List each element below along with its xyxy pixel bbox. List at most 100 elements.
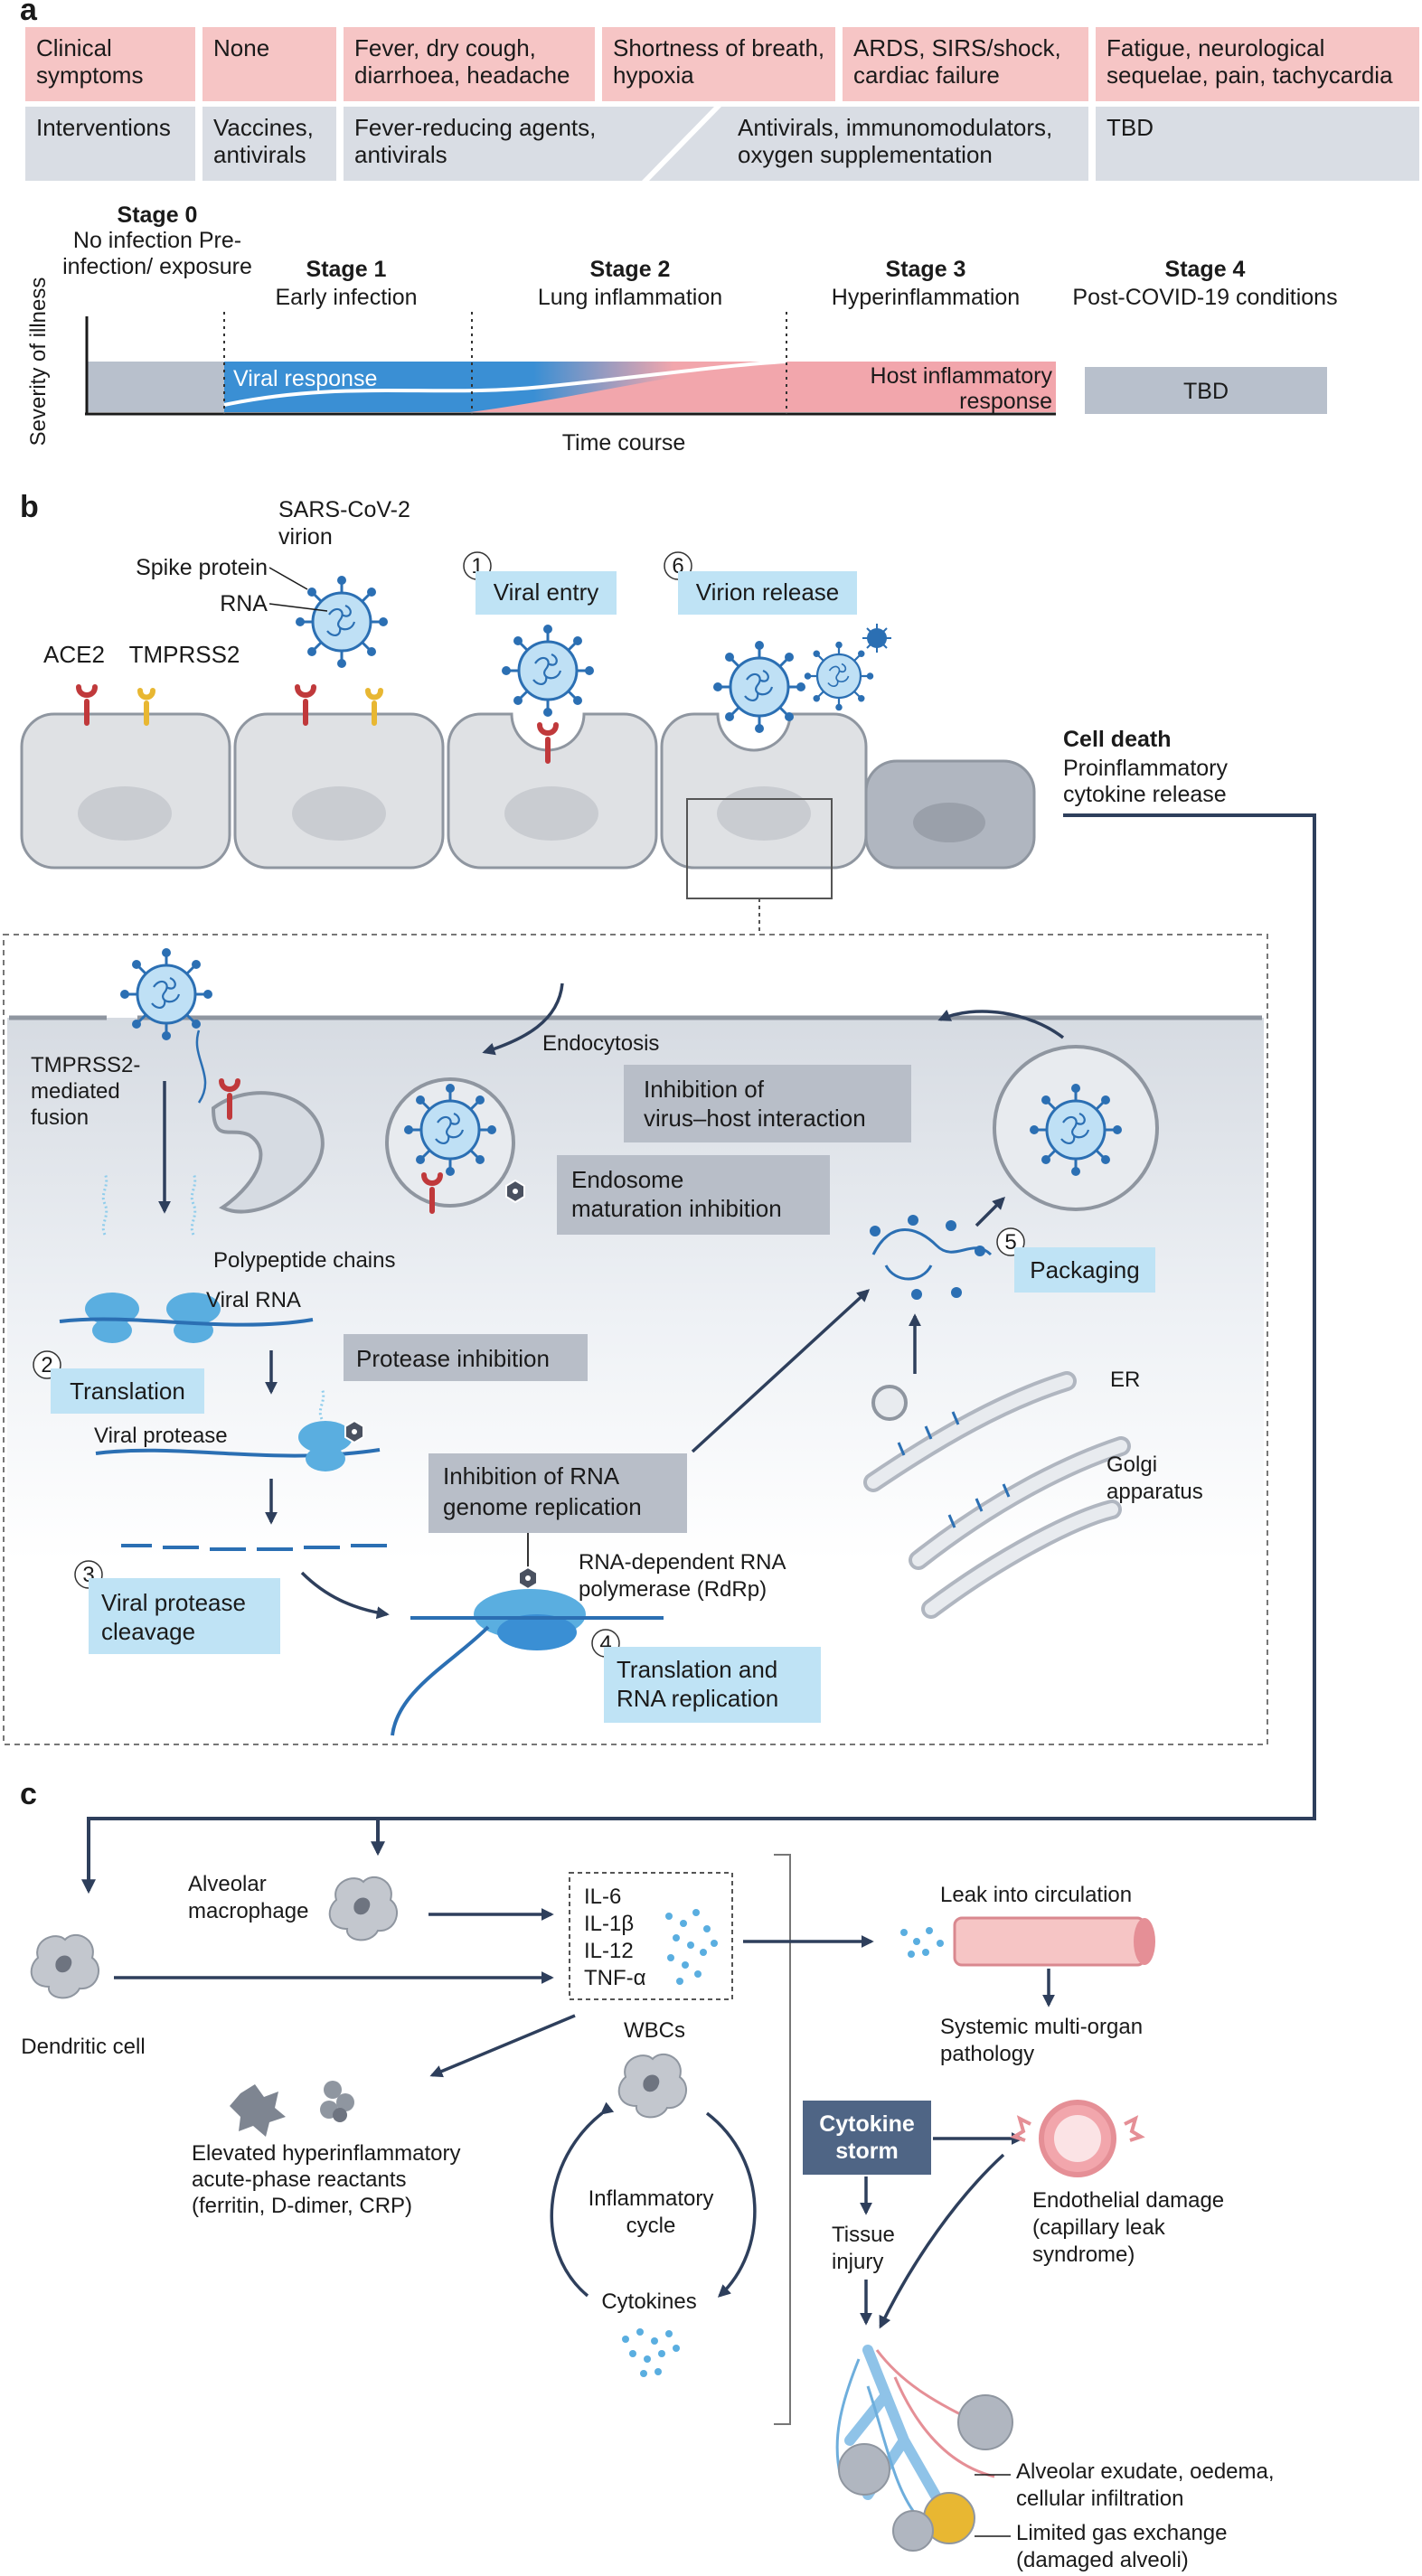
stage2-title: Stage 2	[590, 257, 671, 282]
symptoms-header-cell	[25, 27, 195, 101]
er-label: ER	[1110, 1368, 1140, 1392]
step-6-label: Virion release	[696, 578, 840, 606]
symptom-stage4: Fatigue, neurological sequelae, pain, ta…	[1107, 34, 1393, 89]
endocytosis-arrow	[482, 982, 564, 1056]
endothelial-line3: syndrome)	[1032, 2242, 1135, 2267]
host-response-label-line1: Host inflammatory	[871, 363, 1053, 389]
step-4-label-line1: Translation and	[617, 1656, 777, 1683]
tbd-label: TBD	[1183, 379, 1229, 404]
nucleus	[913, 803, 985, 842]
assembly-to-vesicle-arrow	[975, 1197, 1005, 1227]
golgi-label-line1: Golgi	[1107, 1453, 1157, 1477]
severity-timeline: Severity of illness Viral response Host …	[26, 277, 1327, 456]
wbc-icon	[617, 2053, 688, 2119]
reactants-icons	[230, 2081, 354, 2137]
step-2-number: 2	[41, 1353, 52, 1377]
stage1-sub: Early infection	[275, 285, 417, 310]
cytokine-dots	[665, 1909, 718, 1985]
step-5-number: 5	[1004, 1230, 1016, 1255]
released-virion	[803, 640, 875, 712]
cytokines-label: Cytokines	[601, 2289, 696, 2314]
symptom-stage0: None	[213, 34, 269, 61]
endosome-inhibit-box	[557, 1155, 830, 1235]
rna-replication-inhibit-line2: genome replication	[443, 1493, 642, 1520]
cleaved-rna-fragments	[121, 1544, 387, 1551]
nucleus	[78, 786, 172, 841]
x-axis-label: Time course	[562, 430, 686, 456]
rdrp-label-line1: RNA-dependent RNA	[579, 1550, 786, 1575]
macrophage-label-line2: macrophage	[188, 1899, 308, 1923]
step-1-label: Viral entry	[494, 578, 599, 606]
host-response-band	[470, 362, 1056, 412]
exudate-line1: Alveolar exudate, oedema,	[1016, 2459, 1275, 2484]
endothelial-line2: (capillary leak	[1032, 2215, 1166, 2240]
polypeptide-label: Polypeptide chains	[213, 1248, 395, 1273]
panel-b-letter: b	[20, 490, 39, 524]
inhibitor-icon	[505, 1180, 525, 1203]
leak-dots	[900, 1927, 944, 1958]
ace2-label: ACE2	[43, 641, 105, 668]
leak-label: Leak into circulation	[940, 1883, 1132, 1907]
stage2-sub: Lung inflammation	[538, 285, 722, 310]
tmprss2-label: TMPRSS2	[129, 641, 240, 668]
symptom-cell	[602, 27, 835, 101]
step-6-box	[678, 571, 857, 615]
stage0-title: Stage 0	[118, 202, 198, 228]
stage4-title: Stage 4	[1165, 257, 1246, 282]
cycle-label-line1: Inflammatory	[589, 2186, 714, 2211]
rna-label: RNA	[220, 591, 268, 616]
golgi-cisterna-lumen	[925, 1503, 1118, 1615]
elevated-line3: (ferritin, D-dimer, CRP)	[192, 2194, 412, 2218]
systemic-line1: Systemic multi-organ	[940, 2015, 1143, 2039]
cytokine-storm-line2: storm	[835, 2139, 898, 2164]
stage1-title: Stage 1	[306, 257, 387, 282]
replication-to-assembly-arrow	[691, 1289, 871, 1453]
polypeptide-chain	[318, 1387, 325, 1420]
cytokine-box	[569, 1872, 733, 2000]
endosome-virion	[402, 1082, 498, 1178]
dendritic-cell-label: Dendritic cell	[21, 2035, 145, 2059]
tmprss2-fusion-line2: mediated	[31, 1079, 120, 1104]
cell-death-label: Cell death	[1063, 727, 1171, 752]
stage0-band	[87, 362, 224, 412]
virion-label-line2: virion	[278, 524, 333, 550]
rdrp-enzyme-body	[497, 1614, 577, 1650]
epithelial-cells	[20, 712, 1036, 935]
rna-pointer	[268, 603, 328, 612]
assembling-rna	[871, 1228, 993, 1281]
intervention-cell	[649, 107, 1088, 181]
er-vesicle	[871, 1385, 908, 1421]
inhibit-virus-host-line2: virus–host interaction	[644, 1105, 866, 1132]
stage-headings: Stage 0 No infection Pre-infection/ expo…	[62, 202, 1338, 310]
symptom-stage3: ARDS, SIRS/shock, cardiac failure	[853, 34, 1061, 89]
endothelial-to-alveoli-arrow	[879, 2153, 1005, 2329]
macrophage-label-line1: Alveolar	[188, 1872, 267, 1896]
alveoli-icon	[835, 2345, 1013, 2552]
entering-virion	[500, 623, 596, 719]
fusion-vesicle	[211, 1091, 325, 1214]
elevated-line1: Elevated hyperinflammatory	[192, 2141, 460, 2166]
symptom-stage1: Fever, dry cough, diarrhoea, headache	[354, 34, 570, 89]
step-1: 1 Viral entry	[463, 551, 617, 615]
bracket	[774, 1854, 791, 2425]
cleavage-to-rdrp-arrow	[300, 1571, 390, 1620]
endosome-inhibit-line1: Endosome	[571, 1166, 683, 1193]
inhibit-virus-host-line1: Inhibition of	[644, 1076, 765, 1103]
step-4-box	[604, 1647, 821, 1723]
cycle-arrow-left	[550, 2101, 615, 2298]
symptoms-row: Clinical symptoms None Fever, dry cough,…	[25, 27, 1419, 101]
tissue-injury-line2: injury	[832, 2250, 883, 2274]
intervention-cell	[344, 107, 714, 181]
nucleus	[504, 786, 598, 841]
zoomed-cell-inset: TMPRSS2- mediated fusion Endocytosis Inh…	[3, 934, 1268, 1745]
viral-response-label: Viral response	[233, 366, 377, 391]
spike-protein-label: Spike protein	[136, 555, 268, 580]
viral-protease-label: Viral protease	[94, 1424, 228, 1448]
response-divider-line	[223, 360, 787, 407]
protease-inhibit-label: Protease inhibition	[356, 1345, 550, 1372]
rna-replication-inhibit-line1: Inhibition of RNA	[443, 1462, 620, 1490]
intervention-stage1: Fever-reducing agents, antivirals	[354, 114, 596, 168]
intervention-stage4: TBD	[1107, 114, 1154, 141]
tissue-injury-line1: Tissue	[832, 2223, 895, 2247]
